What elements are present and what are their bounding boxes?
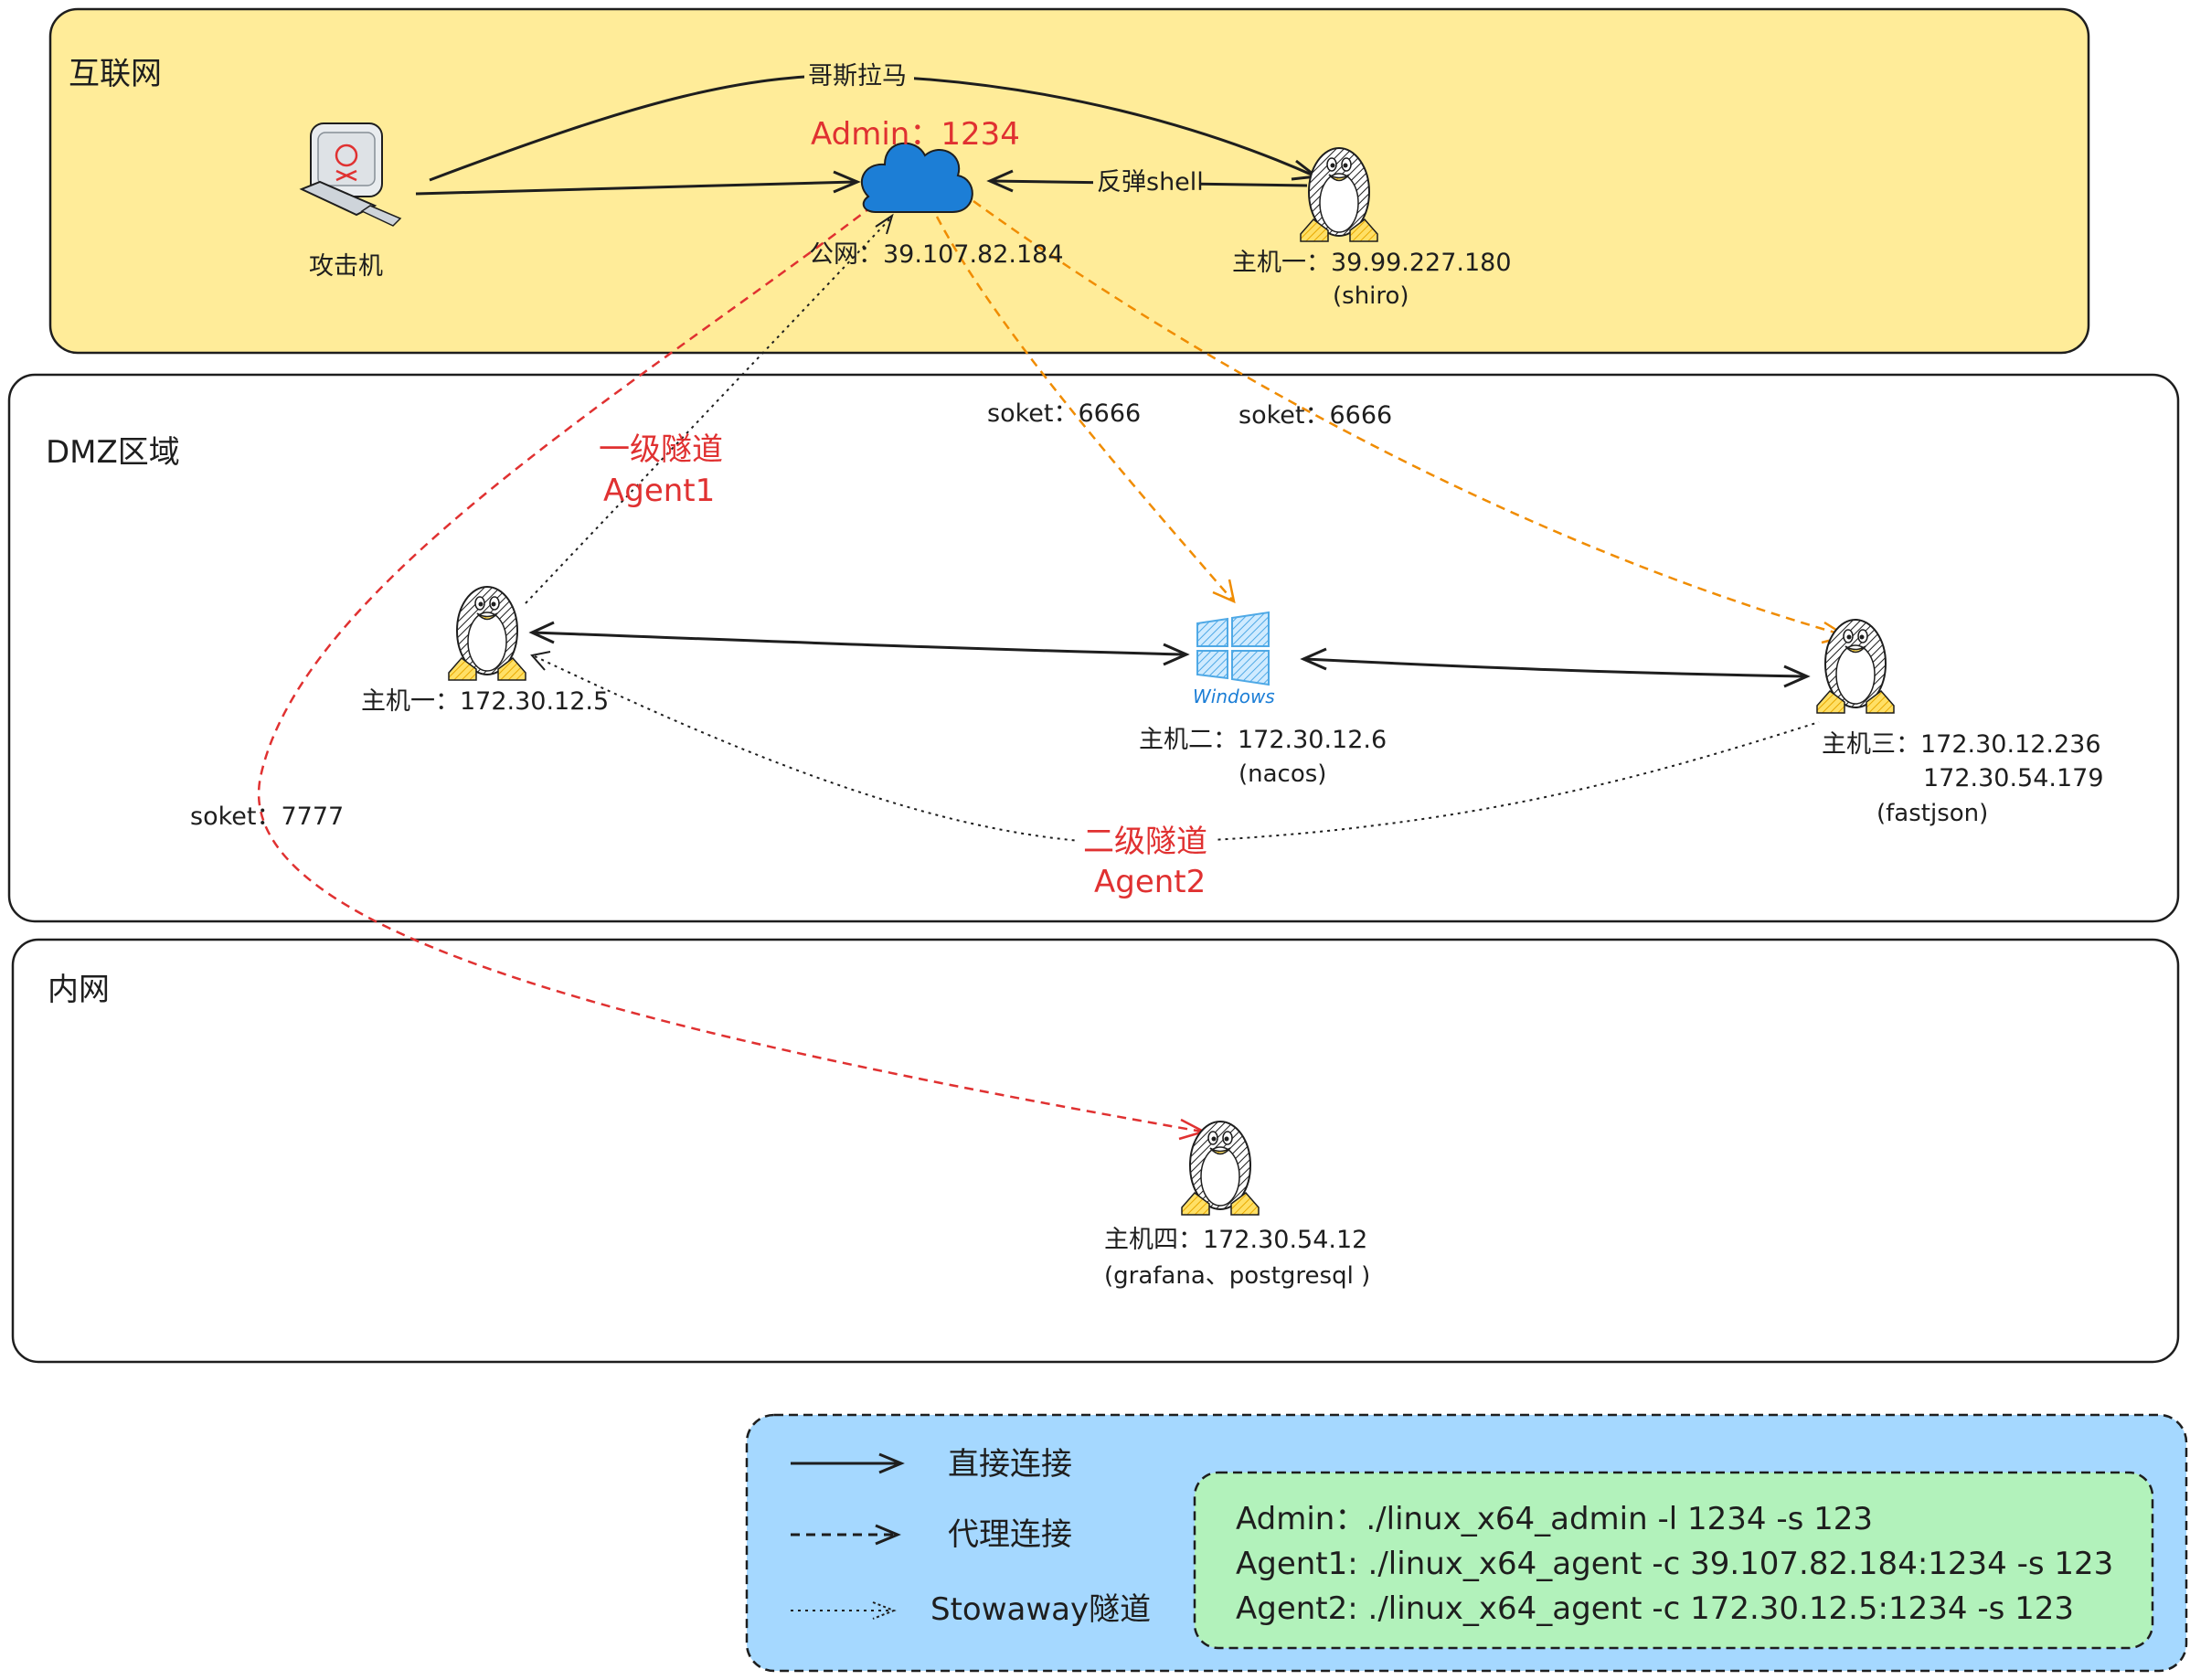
intranet-zone xyxy=(11,938,2180,1364)
host2-label: 主机二：172.30.12.6 xyxy=(1139,726,1387,754)
command-agent2: Agent2: ./linux_x64_agent -c 172.30.12.5… xyxy=(1236,1590,2074,1627)
tunnel1-title: 一级隧道 xyxy=(599,431,723,468)
host3-ip2-label: 172.30.54.179 xyxy=(1923,764,2104,792)
socket-7777-label: soket：7777 xyxy=(190,803,344,831)
socket-6666-label-b: soket：6666 xyxy=(1239,401,1392,430)
host3-ip1-label: 主机三：172.30.12.236 xyxy=(1822,730,2101,759)
legend-proxy-label: 代理连接 xyxy=(948,1516,1072,1553)
legend-direct-line xyxy=(791,1452,905,1474)
host2-host3-connection xyxy=(1304,657,1806,678)
command-agent1: Agent1: ./linux_x64_agent -c 39.107.82.1… xyxy=(1236,1546,2113,1582)
host1-host2-connection xyxy=(532,631,1185,656)
socket-6666-label-a: soket：6666 xyxy=(987,399,1141,428)
reverse-shell-label: 反弹shell xyxy=(1097,168,1204,197)
intranet-zone-title: 内网 xyxy=(48,972,110,1008)
dmz-zone-title: DMZ区域 xyxy=(46,434,180,471)
legend-stowaway-label: Stowaway隧道 xyxy=(930,1591,1151,1628)
host3-app-label: (fastjson) xyxy=(1876,800,1988,827)
windows-logo-text: Windows xyxy=(1193,686,1275,707)
legend-stowaway-line xyxy=(791,1601,897,1620)
tunnel2-agent: Agent2 xyxy=(1094,864,1206,900)
tunnel1-agent: Agent1 xyxy=(603,473,715,509)
host2-app-label: (nacos) xyxy=(1239,760,1326,788)
commands-panel xyxy=(1193,1471,2154,1650)
legend-direct-label: 直接连接 xyxy=(948,1446,1072,1483)
host1-public-app-label: (shiro) xyxy=(1333,282,1409,310)
stowaway-tunnel-2 xyxy=(534,655,1820,845)
linux-penguin-icon xyxy=(448,586,526,681)
admin-label: Admin：1234 xyxy=(811,116,1020,153)
computer-icon xyxy=(299,122,402,227)
linux-penguin-icon xyxy=(1816,619,1895,714)
trojan-label: 哥斯拉马 xyxy=(808,62,907,90)
windows-logo-icon xyxy=(1196,611,1270,686)
proxy-to-host4-connection xyxy=(257,205,1203,1133)
legend-proxy-line xyxy=(791,1524,901,1546)
dmz-zone xyxy=(7,373,2180,923)
attacker-label: 攻击机 xyxy=(309,252,383,281)
host4-label: 主机四：172.30.54.12 xyxy=(1104,1226,1367,1254)
cloud-icon xyxy=(860,142,973,213)
host1-dmz-label: 主机一：172.30.12.5 xyxy=(361,687,609,716)
proxy-to-host3-connection xyxy=(973,199,1845,637)
host1-public-label: 主机一：39.99.227.180 xyxy=(1232,249,1512,277)
internet-zone-title: 互联网 xyxy=(69,56,162,92)
stowaway-tunnel-1 xyxy=(525,217,892,604)
tunnel2-title: 二级隧道 xyxy=(1083,824,1207,860)
attacker-to-cloud-connection xyxy=(415,180,856,196)
public-ip-label: 公网：39.107.82.184 xyxy=(809,240,1064,269)
command-admin: Admin：./linux_x64_admin -l 1234 -s 123 xyxy=(1236,1501,1873,1537)
host4-app-label: (grafana、postgresql ) xyxy=(1104,1262,1370,1290)
